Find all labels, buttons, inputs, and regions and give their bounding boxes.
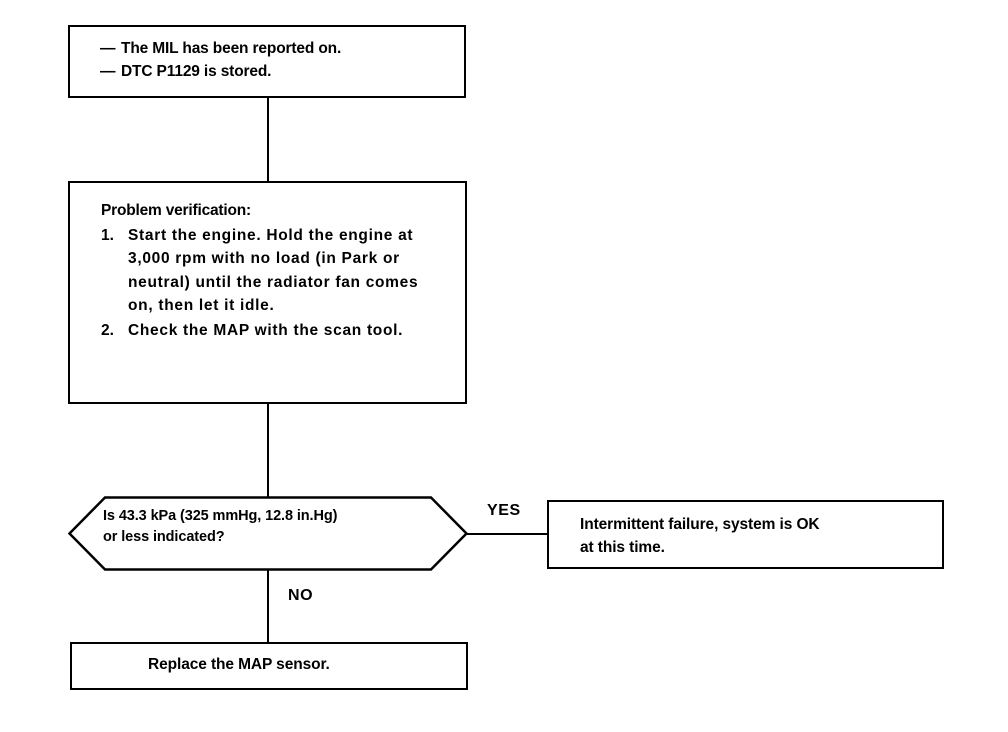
step-text: Check the MAP with the scan tool. bbox=[128, 321, 404, 339]
list-item: — The MIL has been reported on. bbox=[100, 38, 464, 61]
list-item: 2. Check the MAP with the scan tool. bbox=[101, 319, 465, 343]
replace-map-sensor-text: Replace the MAP sensor. bbox=[148, 656, 330, 673]
list-item: — DTC P1129 is stored. bbox=[100, 61, 464, 84]
connector-yes-branch bbox=[467, 533, 548, 535]
branch-label-yes: YES bbox=[487, 502, 521, 519]
step-text: Start the engine. Hold the engine at 3,0… bbox=[128, 226, 419, 315]
branch-label-no: NO bbox=[288, 587, 314, 604]
intermittent-failure-box: Intermittent failure, system is OK at th… bbox=[547, 500, 944, 569]
connector-verification-to-decision bbox=[267, 403, 269, 497]
verification-step-list: 1. Start the engine. Hold the engine at … bbox=[101, 224, 465, 343]
verification-heading: Problem verification: bbox=[101, 202, 251, 219]
hexagon-outline-icon bbox=[68, 496, 468, 571]
connector-no-branch bbox=[267, 570, 269, 643]
symptom-text: DTC P1129 is stored. bbox=[121, 62, 272, 80]
intermittent-failure-line-2: at this time. bbox=[580, 539, 665, 557]
problem-verification-box: Problem verification: 1. Start the engin… bbox=[68, 181, 467, 404]
decision-question: Is 43.3 kPa (325 mmHg, 12.8 in.Hg) or le… bbox=[103, 506, 443, 547]
decision-question-line-2: or less indicated? bbox=[103, 528, 225, 545]
symptom-list: — The MIL has been reported on. — DTC P1… bbox=[70, 27, 464, 84]
step-number: 1. bbox=[101, 226, 114, 244]
intermittent-failure-text: Intermittent failure, system is OK at th… bbox=[549, 502, 942, 560]
symptom-text: The MIL has been reported on. bbox=[121, 40, 342, 57]
dash-marker-icon: — bbox=[100, 62, 116, 80]
intermittent-failure-line-1: Intermittent failure, system is OK bbox=[580, 516, 820, 533]
decision-question-line-1: Is 43.3 kPa (325 mmHg, 12.8 in.Hg) bbox=[103, 508, 338, 524]
decision-hexagon: Is 43.3 kPa (325 mmHg, 12.8 in.Hg) or le… bbox=[68, 496, 468, 571]
connector-symptom-to-verification bbox=[267, 97, 269, 182]
replace-map-sensor-box: Replace the MAP sensor. bbox=[70, 642, 468, 690]
dash-marker-icon: — bbox=[100, 40, 116, 57]
list-item: 1. Start the engine. Hold the engine at … bbox=[101, 224, 465, 318]
step-number: 2. bbox=[101, 321, 114, 339]
symptom-box: — The MIL has been reported on. — DTC P1… bbox=[68, 25, 466, 98]
